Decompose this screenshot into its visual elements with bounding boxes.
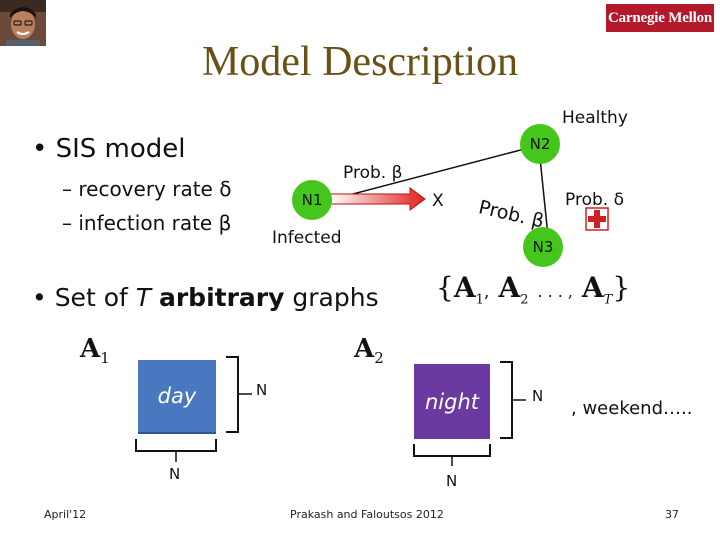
- edge-n1-n2: [329, 146, 533, 201]
- university-logo: Carnegie Mellon: [606, 4, 714, 32]
- bullet-set-suffix: graphs: [284, 283, 379, 312]
- night-matrix: night: [414, 364, 490, 439]
- bullet-infection-rate: – infection rate β: [62, 211, 232, 235]
- matrix-a2-letter: A: [354, 334, 375, 364]
- matrix-a2-sub: 2: [374, 349, 384, 368]
- page-number: 37: [665, 508, 679, 521]
- matrix-a2-label: A2: [354, 334, 384, 367]
- set-aT: A: [581, 271, 604, 304]
- label-infected: Infected: [272, 228, 342, 248]
- bullet-set-of-graphs: • Set of T arbitrary graphs: [32, 283, 379, 312]
- node-n2: N2: [520, 124, 560, 164]
- matrix-a1-letter: A: [80, 334, 101, 364]
- set-comma: ,: [483, 281, 490, 302]
- bullet-sis-model: • SIS model: [32, 134, 186, 164]
- bullet-set-bold: arbitrary: [158, 283, 285, 312]
- bullet-set-T: T: [135, 283, 152, 312]
- day-bottom-bracket: [135, 439, 217, 452]
- set-notation: {A1, A2 . . . , AT}: [436, 271, 630, 308]
- edge-n2-n3: [539, 157, 549, 237]
- label-healthy: Healthy: [562, 108, 628, 128]
- set-aT-sub: T: [603, 292, 613, 308]
- bullet-recovery-rate: – recovery rate δ: [62, 177, 232, 201]
- day-matrix: day: [138, 360, 216, 432]
- day-right-n: N: [256, 381, 268, 399]
- night-right-n: N: [532, 387, 544, 405]
- footer-authors: Prakash and Faloutsos 2012: [290, 508, 444, 521]
- set-open-brace: {: [436, 271, 454, 304]
- set-close-brace: }: [612, 271, 631, 304]
- slide-title: Model Description: [201, 39, 519, 85]
- node-n3: N3: [523, 227, 563, 267]
- recovery-cross-icon: [585, 207, 609, 231]
- label-prob-delta: Prob. δ: [565, 190, 624, 210]
- night-bottom-bracket: [413, 444, 491, 457]
- node-n1: N1: [292, 180, 332, 220]
- set-a1: A: [453, 271, 476, 304]
- matrix-a1-label: A1: [80, 334, 110, 367]
- bullet-set-prefix: • Set of: [32, 283, 136, 312]
- day-right-bracket: [226, 356, 239, 433]
- night-bottom-n: N: [446, 472, 458, 490]
- presenter-avatar: [0, 0, 46, 46]
- label-prob-beta-top: Prob. β: [343, 163, 403, 183]
- footer-date: April'12: [44, 508, 87, 521]
- set-a2-sub: 2: [520, 292, 529, 308]
- set-a1-sub: 1: [475, 292, 484, 308]
- day-bottom-n: N: [169, 465, 181, 483]
- night-right-bracket: [500, 361, 513, 439]
- set-dots: . . . ,: [537, 282, 574, 301]
- set-a2: A: [498, 271, 521, 304]
- label-weekend: , weekend…..: [571, 398, 693, 419]
- label-x-mark: X: [432, 191, 444, 211]
- matrix-a1-sub: 1: [100, 349, 110, 368]
- infection-arrow: [329, 187, 426, 211]
